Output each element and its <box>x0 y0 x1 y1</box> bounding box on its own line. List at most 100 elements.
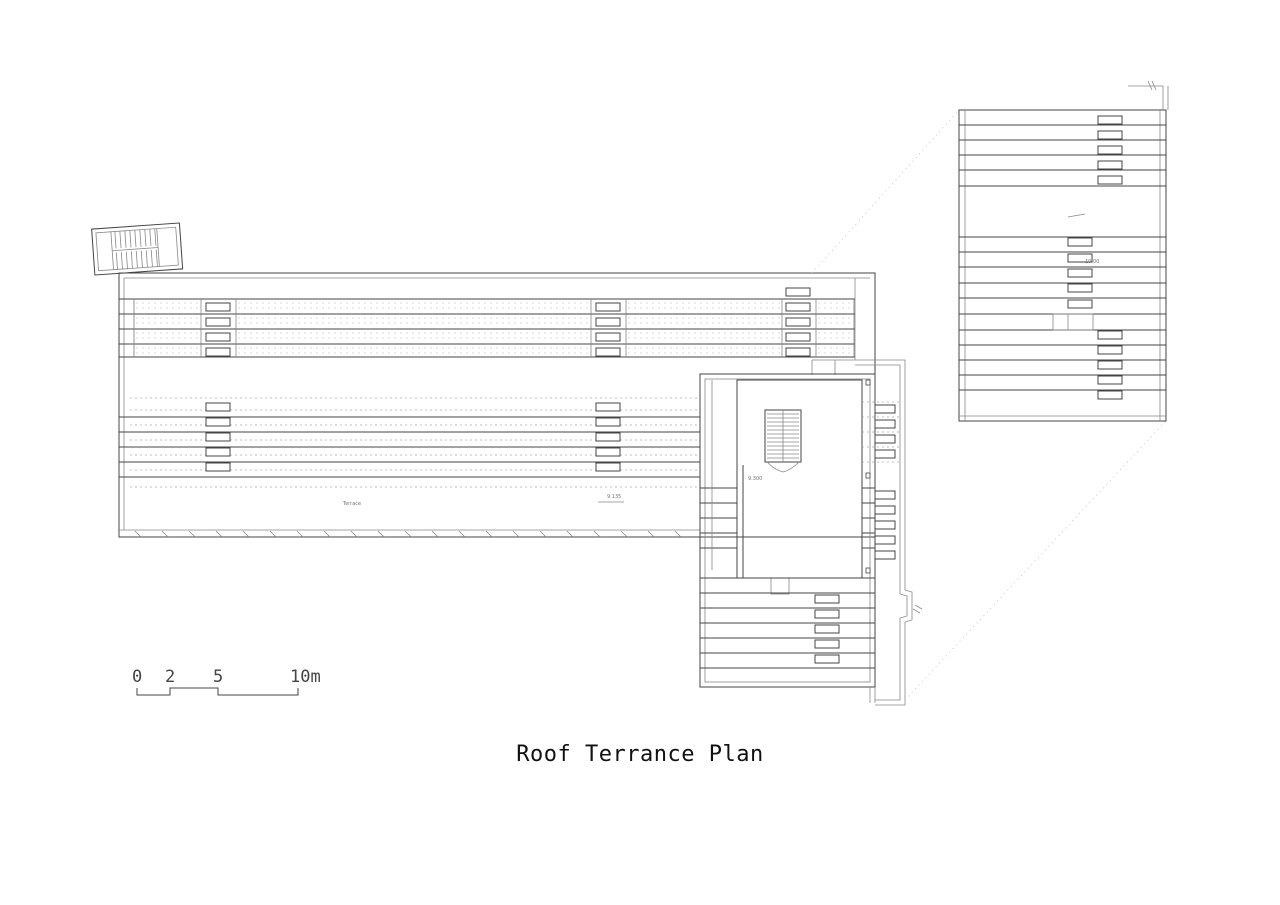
edge-tick <box>512 530 520 538</box>
edge-tick <box>161 530 169 538</box>
stair-tread <box>139 229 142 247</box>
stair-tread <box>134 230 137 248</box>
stair-tread <box>145 250 148 268</box>
step-pad <box>874 535 896 545</box>
step-pad <box>595 462 621 472</box>
stair-tread <box>130 251 133 269</box>
scale-label-2: 2 <box>165 667 175 687</box>
stair-tread <box>150 249 153 268</box>
scale-bar: 0 2 5 10m <box>132 667 321 696</box>
stair-tread <box>125 251 128 269</box>
edge-tick <box>134 530 142 538</box>
drawing-title: Roof Terrance Plan <box>516 742 764 767</box>
stair-tread <box>144 229 147 247</box>
stair-tread <box>129 230 132 248</box>
step-pad <box>1067 299 1093 309</box>
edge-tick <box>215 530 223 538</box>
edge-tick <box>539 530 547 538</box>
step-pad <box>1097 360 1123 370</box>
step-pad <box>595 417 621 427</box>
step-pad <box>874 550 896 560</box>
scale-label-5: 5 <box>213 667 223 687</box>
step-pad <box>1097 345 1123 355</box>
step-pad <box>205 417 231 427</box>
scale-label-0: 0 <box>132 667 142 687</box>
step-pad <box>595 402 621 412</box>
stair-tread <box>154 228 157 246</box>
main-terrace-block: Terrace 9.135 <box>118 272 876 538</box>
column-post <box>865 567 871 574</box>
step-pad <box>1097 175 1123 185</box>
step-pad <box>595 432 621 442</box>
step-pad <box>595 347 621 357</box>
step-pad <box>1067 237 1093 247</box>
edge-tick <box>485 530 493 538</box>
step-pad <box>874 490 896 500</box>
edge-tick <box>593 530 601 538</box>
edge-tick <box>674 530 682 538</box>
detail-callout-leaders <box>811 109 1167 701</box>
edge-tick <box>647 530 655 538</box>
dashed-guides <box>862 401 900 463</box>
step-pad <box>874 419 896 429</box>
step-pad <box>874 434 896 444</box>
stair-tread <box>149 229 152 247</box>
edge-tick <box>620 530 628 538</box>
edge-tick <box>242 530 250 538</box>
step-pad <box>785 332 811 342</box>
step-pad <box>814 609 840 619</box>
edge-tick <box>431 530 439 538</box>
step-pad <box>595 447 621 457</box>
step-pad <box>205 302 231 312</box>
step-pad <box>595 332 621 342</box>
step-pad <box>1097 145 1123 155</box>
step-pad <box>205 332 231 342</box>
level-label-1: 9.135 <box>607 494 621 500</box>
stair-tread <box>155 249 158 267</box>
step-pad <box>874 520 896 530</box>
step-pad <box>785 317 811 327</box>
edge-tick <box>377 530 385 538</box>
stair-core-block: 9.300 <box>699 359 923 706</box>
edge-tick <box>269 530 277 538</box>
detail-inset: 10.00 <box>958 80 1169 422</box>
step-pad <box>1067 253 1093 263</box>
step-pad <box>1097 375 1123 385</box>
edge-tick <box>296 530 304 538</box>
step-pad <box>874 505 896 515</box>
edge-tick <box>188 530 196 538</box>
step-pad <box>1067 283 1093 293</box>
column-post <box>865 472 871 479</box>
step-pad <box>1097 130 1123 140</box>
step-pad <box>814 594 840 604</box>
step-pad <box>205 317 231 327</box>
scale-label-10m: 10m <box>290 667 321 687</box>
stair-tread <box>124 230 127 248</box>
stair-tread <box>119 231 122 249</box>
step-pad <box>874 449 896 459</box>
rotated-stair-block <box>91 222 184 276</box>
edge-tick <box>404 530 412 538</box>
step-pad <box>205 432 231 442</box>
level-label-2: 9.300 <box>748 476 762 482</box>
edge-tick <box>458 530 466 538</box>
step-pad <box>814 654 840 664</box>
level-label-3: 10.00 <box>1085 259 1099 265</box>
step-pad <box>1067 268 1093 278</box>
stair-tread <box>120 252 123 270</box>
step-pad <box>1097 160 1123 170</box>
stair-tread <box>140 250 143 268</box>
terrace-label: Terrace <box>342 501 361 507</box>
step-pad <box>205 347 231 357</box>
step-pad <box>1097 115 1123 125</box>
edge-tick <box>566 530 574 538</box>
stair-tread <box>115 252 118 270</box>
edge-tick <box>350 530 358 538</box>
step-pad <box>205 447 231 457</box>
column-post <box>865 379 871 386</box>
step-pad <box>205 402 231 412</box>
step-pad <box>595 302 621 312</box>
edge-tick <box>323 530 331 538</box>
step-pad <box>814 639 840 649</box>
